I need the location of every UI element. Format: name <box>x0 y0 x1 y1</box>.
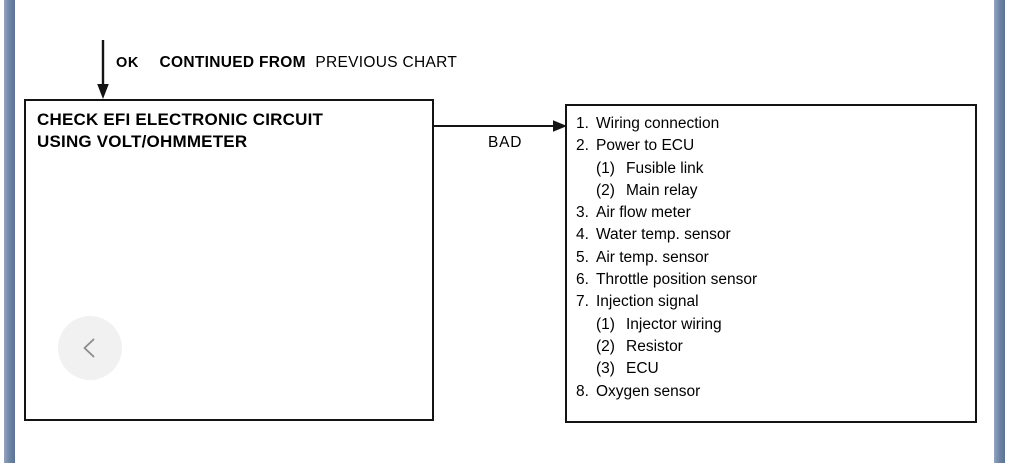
inspection-item-number: 3. <box>576 204 589 222</box>
inspection-item: 2. Power to ECU <box>576 135 969 157</box>
inspection-item: 7. Injection signal <box>576 291 969 313</box>
check-efi-circuit-title: CHECK EFI ELECTRONIC CIRCUIT USING VOLT/… <box>37 110 324 151</box>
inspection-item-number: 8. <box>576 382 589 400</box>
inspection-item: 4. Water temp. sensor <box>576 224 969 246</box>
inspection-item: 5. Air temp. sensor <box>576 247 969 269</box>
previous-chart-label: PREVIOUS CHART <box>315 54 458 71</box>
inspection-item-label: Oxygen sensor <box>596 382 701 400</box>
bad-connector-label: BAD <box>488 134 523 151</box>
page-gutter-right <box>991 0 1005 463</box>
inspection-item-label: Air temp. sensor <box>596 248 709 266</box>
inspection-item-number: 1. <box>576 115 589 132</box>
inspection-item-number: (3) <box>596 360 615 378</box>
inspection-item-label: Fusible link <box>626 159 704 177</box>
bad-connector-arrow-icon <box>432 120 567 132</box>
previous-page-button[interactable] <box>58 316 122 380</box>
inspection-item-label: Air flow meter <box>596 204 691 222</box>
inspection-item-number: 7. <box>576 293 589 311</box>
continued-from-label: CONTINUED FROM <box>159 54 306 71</box>
chevron-left-icon <box>83 338 95 358</box>
ok-label: OK <box>116 55 139 71</box>
chart-entry-label: OK CONTINUED FROM PREVIOUS CHART <box>116 54 457 72</box>
inspection-item-number: (1) <box>596 315 615 333</box>
inspection-item: (2) Resistor <box>576 336 969 358</box>
inspection-item-label: Power to ECU <box>596 137 695 155</box>
inspection-item: 8. Oxygen sensor <box>576 381 969 403</box>
inspection-item-number: (2) <box>596 181 615 199</box>
inspection-item-label: Resistor <box>626 337 683 355</box>
inspection-item-number: 4. <box>576 226 589 244</box>
inspection-item-number: (2) <box>596 337 615 355</box>
inspection-item-label: Injector wiring <box>626 315 722 333</box>
inspection-item: 1. Wiring connection <box>576 113 969 135</box>
inspection-items-list: 1. Wiring connection 2. Power to ECU (1) Fusi… <box>576 113 969 403</box>
inspection-item-label: Throttle position sensor <box>596 271 758 289</box>
inspection-items-box: 1. Wiring connection 2. Power to ECU (1) Fusi… <box>565 104 977 423</box>
inspection-item: (3) ECU <box>576 358 969 380</box>
inspection-item: (1) Injector wiring <box>576 314 969 336</box>
inspection-item: 3. Air flow meter <box>576 202 969 224</box>
page-gutter-left <box>4 0 18 463</box>
inbound-arrow-icon <box>97 40 109 99</box>
inspection-item-label: ECU <box>626 360 659 378</box>
inspection-item-label: Main relay <box>626 181 698 199</box>
inspection-item-number: 2. <box>576 137 589 155</box>
inspection-item-label: Injection signal <box>596 293 699 311</box>
inspection-item-number: (1) <box>596 159 615 177</box>
inspection-item-number: 5. <box>576 248 589 266</box>
inspection-item-label: Wiring connection <box>596 115 720 132</box>
inspection-item-number: 6. <box>576 271 589 289</box>
chart-page: OK CONTINUED FROM PREVIOUS CHART CHECK E… <box>18 0 991 463</box>
inspection-item-label: Water temp. sensor <box>596 226 731 244</box>
inspection-item: (2) Main relay <box>576 180 969 202</box>
inspection-item: 6. Throttle position sensor <box>576 269 969 291</box>
check-efi-circuit-box: CHECK EFI ELECTRONIC CIRCUIT USING VOLT/… <box>24 99 434 421</box>
inspection-item: (1) Fusible link <box>576 158 969 180</box>
